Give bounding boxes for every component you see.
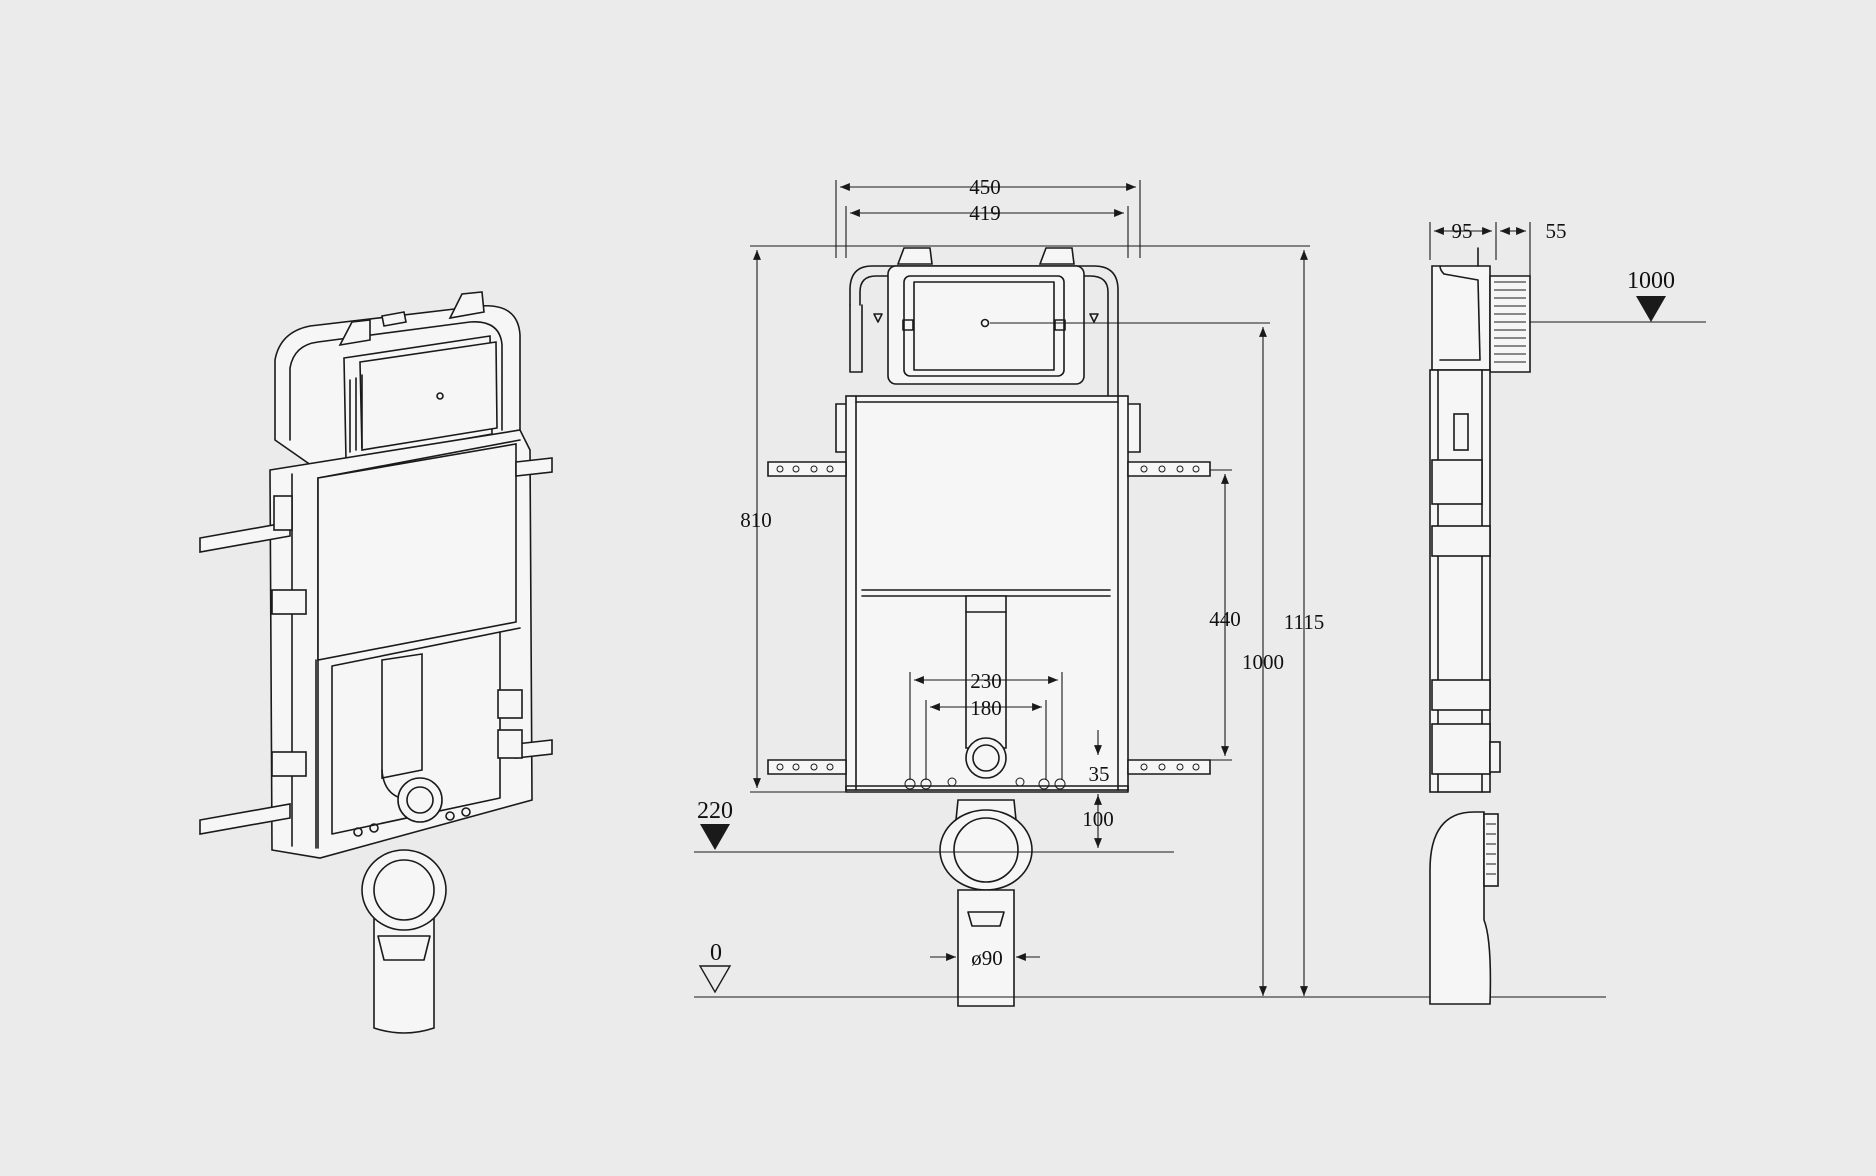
dim-230-label: 230: [970, 669, 1002, 693]
level-marker-1000: [1636, 296, 1666, 322]
dim-35-label: 35: [1089, 762, 1110, 786]
front-dimensions: [694, 180, 1606, 998]
side-dimensions: [1429, 222, 1706, 323]
level-marker-0: [698, 965, 732, 994]
level-220-label: 220: [697, 798, 733, 824]
dim-55-label: 55: [1546, 219, 1567, 243]
front-view: [767, 247, 1211, 1007]
dim-180-label: 180: [970, 696, 1002, 720]
level-1000-label: 1000: [1627, 268, 1675, 294]
dim-450-label: 450: [969, 175, 1001, 199]
level-marker-220: [700, 824, 730, 850]
dim-1000-label: 1000: [1242, 650, 1284, 674]
dim-95-label: 95: [1452, 219, 1473, 243]
dim-419-label: 419: [969, 201, 1001, 225]
side-view: [1429, 247, 1531, 1005]
dim-100-label: 100: [1082, 807, 1114, 831]
isometric-view: [199, 291, 553, 1034]
dim-1115-label: 1115: [1284, 610, 1324, 634]
dim-810-label: 810: [740, 508, 772, 532]
pipe-diameter-label: ø90: [971, 946, 1003, 970]
level-0-label: 0: [710, 940, 722, 966]
dim-440-label: 440: [1209, 607, 1241, 631]
